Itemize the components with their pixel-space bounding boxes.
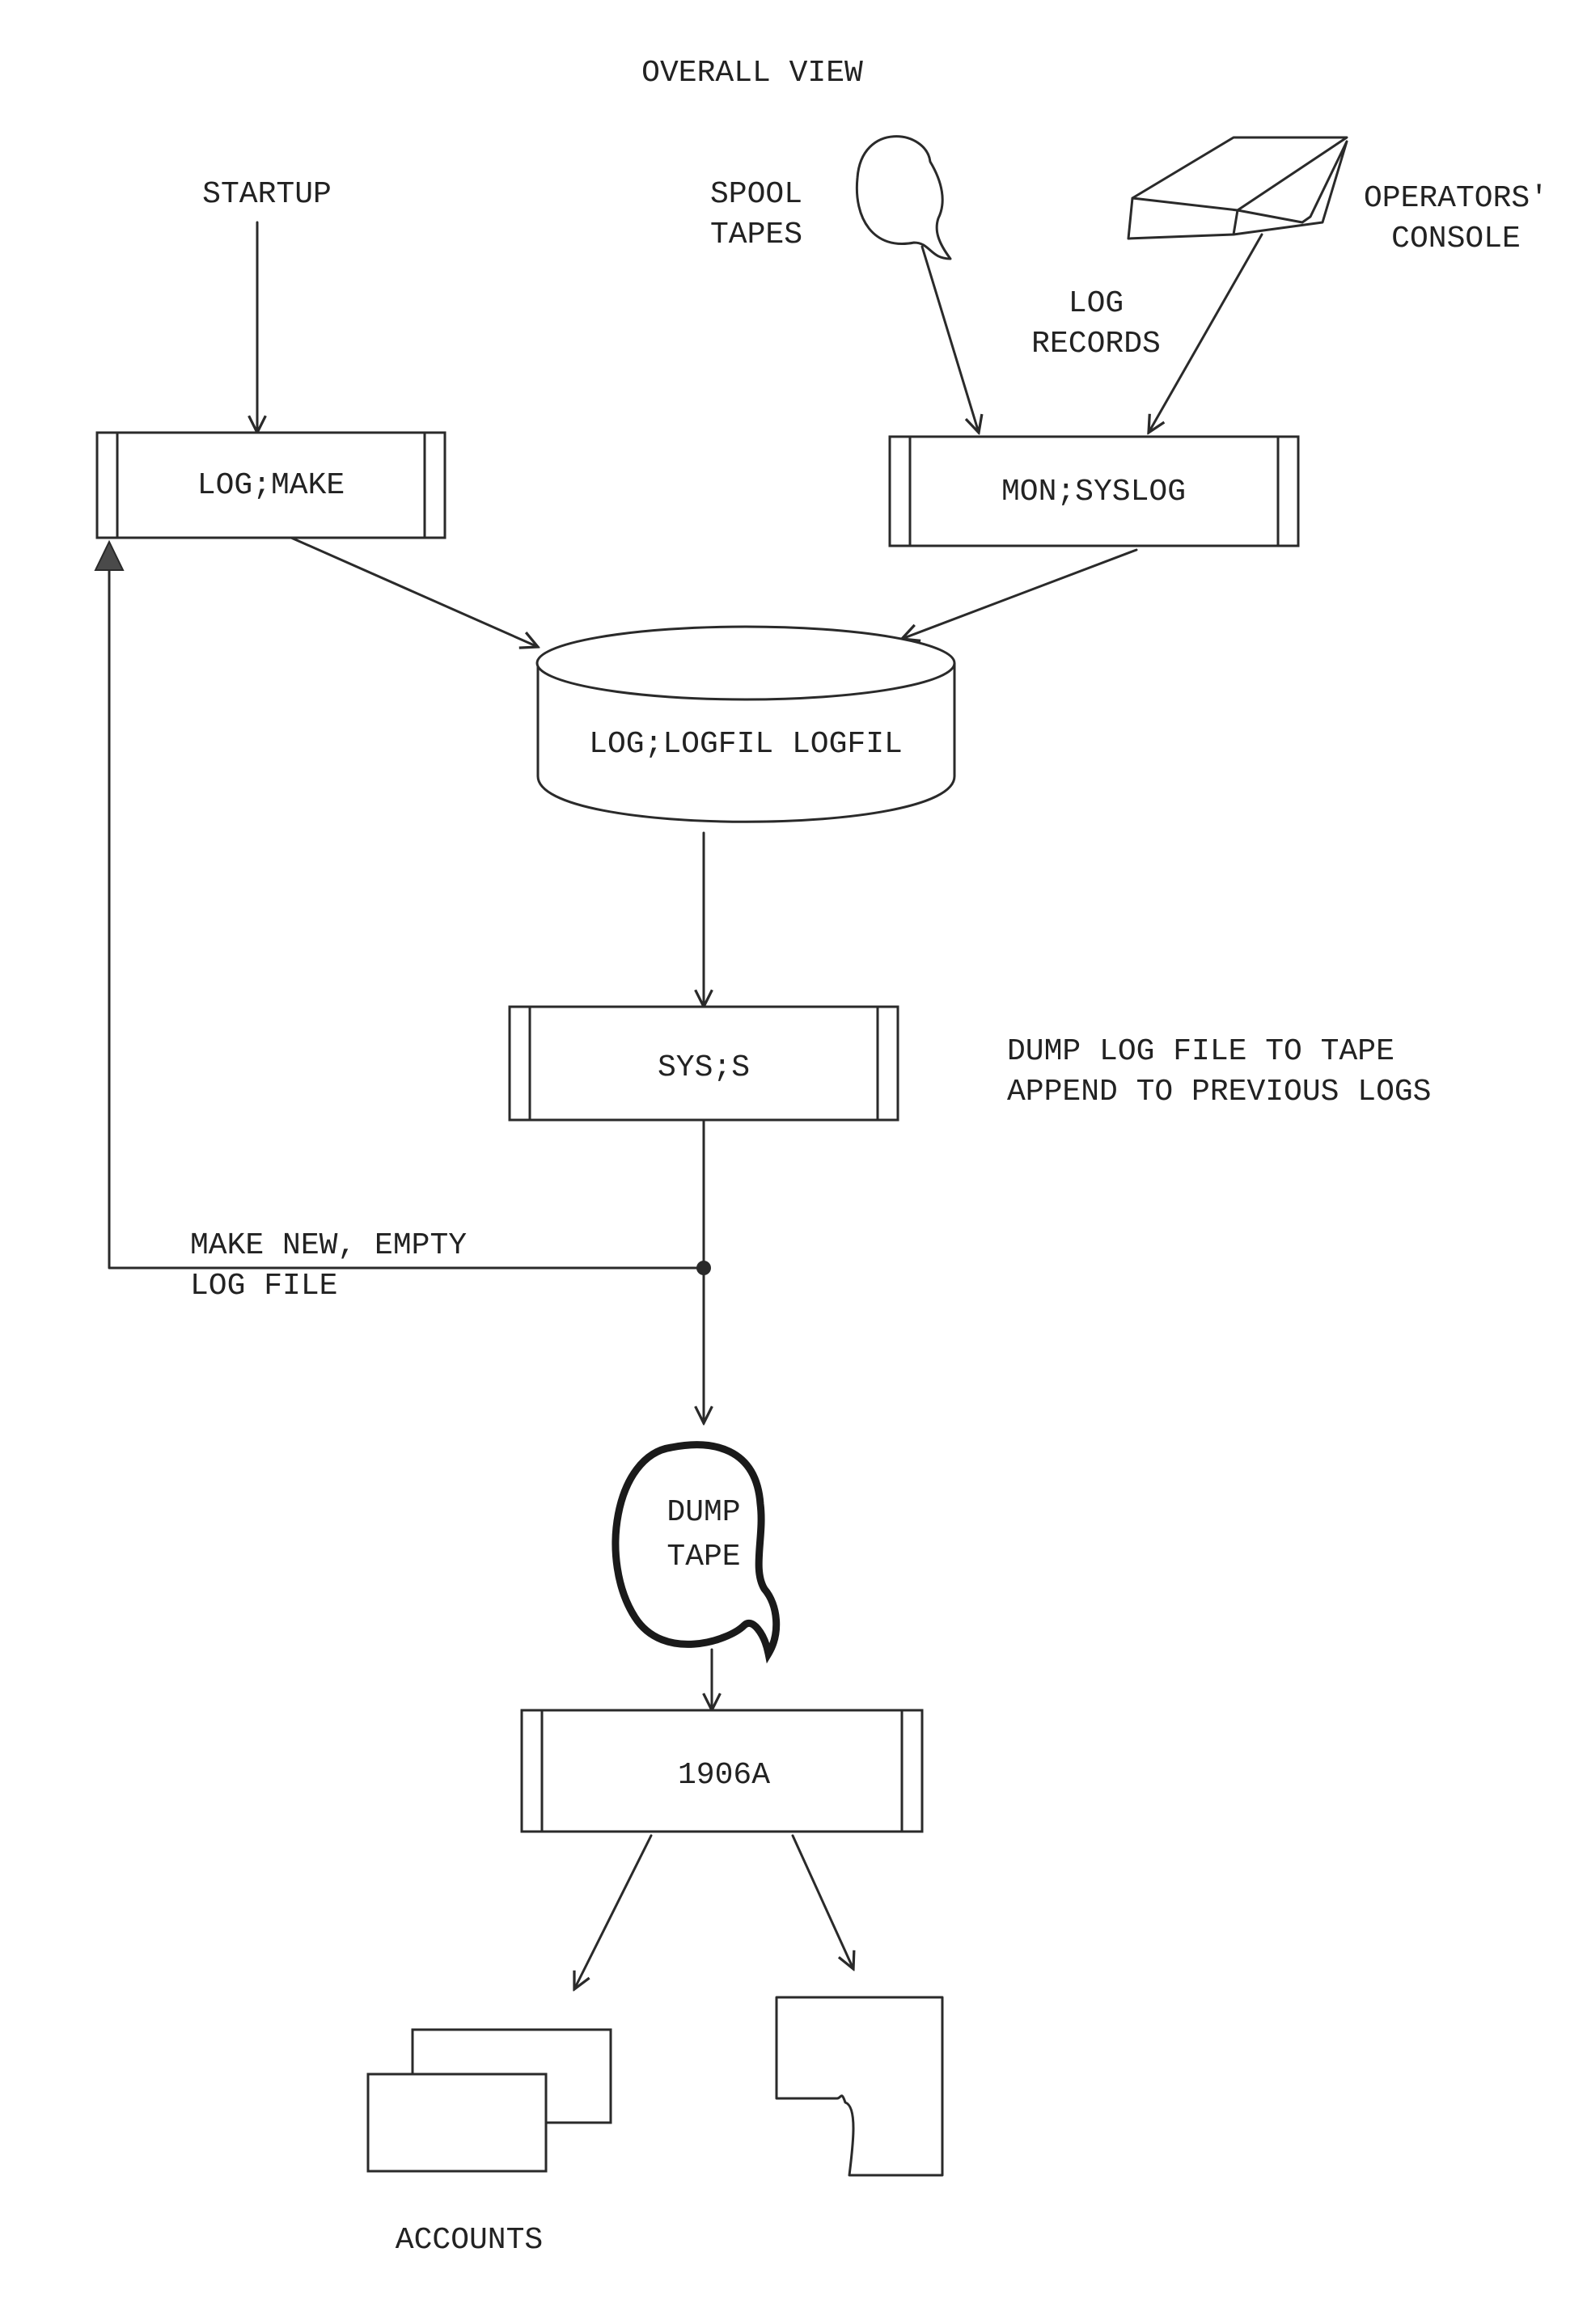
process-1906a-label: 1906A xyxy=(678,1758,770,1793)
card-output-icon xyxy=(775,1996,944,2177)
dump-tape-label-line2: TAPE xyxy=(667,1540,740,1574)
make-new-label-line2: LOG FILE xyxy=(190,1269,337,1304)
process-1906a: 1906A xyxy=(520,1709,924,1833)
make-new-label-line1: MAKE NEW, EMPTY xyxy=(190,1228,467,1263)
logfil-disk-storage: LOG;LOGFIL LOGFIL xyxy=(535,625,956,823)
startup-label: STARTUP xyxy=(202,177,332,212)
diagram-title: OVERALL VIEW xyxy=(641,56,863,91)
arrow-1906a-to-card xyxy=(791,1834,853,1969)
mon-syslog-process: MON;SYSLOG xyxy=(888,435,1300,547)
operators-console-icon xyxy=(1127,136,1348,240)
arrow-spool-to-monsyslog xyxy=(920,245,979,433)
arrow-logmake-to-logfil xyxy=(290,536,538,647)
dump-note-line1: DUMP LOG FILE TO TAPE xyxy=(1007,1034,1394,1069)
arrow-1906a-to-accounts xyxy=(574,1834,653,1989)
accounts-documents-icon xyxy=(366,2028,612,2173)
dump-tape-label-line1: DUMP xyxy=(667,1495,740,1530)
operators-console-label-line1: OPERATORS' xyxy=(1364,181,1548,216)
dump-note-line2: APPEND TO PREVIOUS LOGS xyxy=(1007,1075,1432,1109)
log-records-label-line2: RECORDS xyxy=(1031,327,1161,361)
logfil-label: LOG;LOGFIL LOGFIL xyxy=(589,727,903,762)
mon-syslog-label: MON;SYSLOG xyxy=(1001,475,1186,509)
arrow-console-to-monsyslog xyxy=(1149,233,1263,433)
feedback-line-make-new-log xyxy=(108,564,705,1270)
feedback-arrowhead-icon xyxy=(94,539,125,571)
sys-s-process: SYS;S xyxy=(508,1005,899,1122)
log-make-label: LOG;MAKE xyxy=(197,468,345,503)
log-records-label-line1: LOG xyxy=(1069,286,1124,321)
spool-tapes-label-line2: TAPES xyxy=(710,218,802,252)
spool-tape-icon xyxy=(855,135,952,260)
sys-s-label: SYS;S xyxy=(658,1050,750,1085)
dump-tape-storage: DUMP TAPE xyxy=(612,1441,781,1664)
log-make-process: LOG;MAKE xyxy=(95,431,446,539)
spool-tapes-label-line1: SPOOL xyxy=(710,177,802,212)
accounts-label: ACCOUNTS xyxy=(396,2223,543,2258)
arrow-monsyslog-to-logfil xyxy=(902,548,1138,639)
operators-console-label-line2: CONSOLE xyxy=(1391,222,1521,256)
